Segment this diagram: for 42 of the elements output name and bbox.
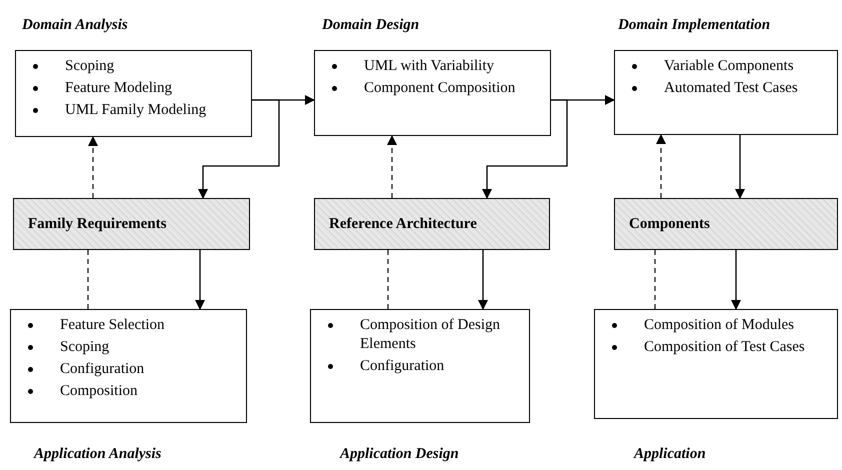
activity-box: [15, 50, 252, 137]
list-item: Feature Selection: [60, 316, 165, 335]
phase-label: Application Analysis: [34, 446, 162, 463]
dashed-arrow: [88, 136, 98, 198]
arrow: [731, 250, 741, 310]
band-title: Components: [629, 216, 711, 232]
arrow: [482, 99, 568, 199]
list-item: Composition of Modules: [644, 316, 794, 335]
list-item: UML Family Modeling: [65, 101, 206, 120]
arrow: [198, 99, 280, 199]
artifact-band: [13, 198, 250, 250]
list-item: Scoping: [60, 338, 110, 357]
arrow: [735, 135, 745, 199]
list-item: Scoping: [65, 57, 114, 76]
arrow: [195, 250, 205, 310]
band-title: Family Requirements: [28, 216, 168, 232]
activity-box: [314, 50, 551, 136]
list-item: Composition: [60, 382, 138, 401]
list-item: Composition of Test Cases: [644, 338, 805, 357]
phase-label: Domain Design: [322, 17, 420, 34]
list-item: Automated Test Cases: [664, 79, 798, 98]
artifact-band: [614, 198, 838, 250]
phase-label: Application: [634, 446, 706, 463]
list-item: Configuration: [60, 360, 144, 379]
phase-label: Domain Analysis: [22, 17, 128, 34]
list-item: Component Composition: [364, 79, 516, 98]
activity-box: [310, 309, 530, 423]
dashed-arrow: [387, 135, 397, 198]
list-item: Configuration: [360, 357, 444, 376]
band-title: Reference Architecture: [329, 216, 478, 232]
phase-label: Domain Implementation: [618, 17, 770, 34]
phase-label: Application Design: [340, 446, 459, 463]
activity-box: [614, 50, 838, 135]
artifact-band: [314, 198, 550, 250]
list-item: Composition of Design Elements: [360, 316, 502, 354]
list-item: Variable Components: [664, 57, 794, 76]
list-item: Feature Modeling: [65, 79, 172, 98]
activity-box: [10, 309, 247, 423]
dashed-arrow: [656, 134, 666, 198]
activity-box: [594, 309, 838, 419]
arrow: [478, 250, 488, 310]
list-item: UML with Variability: [364, 57, 494, 76]
